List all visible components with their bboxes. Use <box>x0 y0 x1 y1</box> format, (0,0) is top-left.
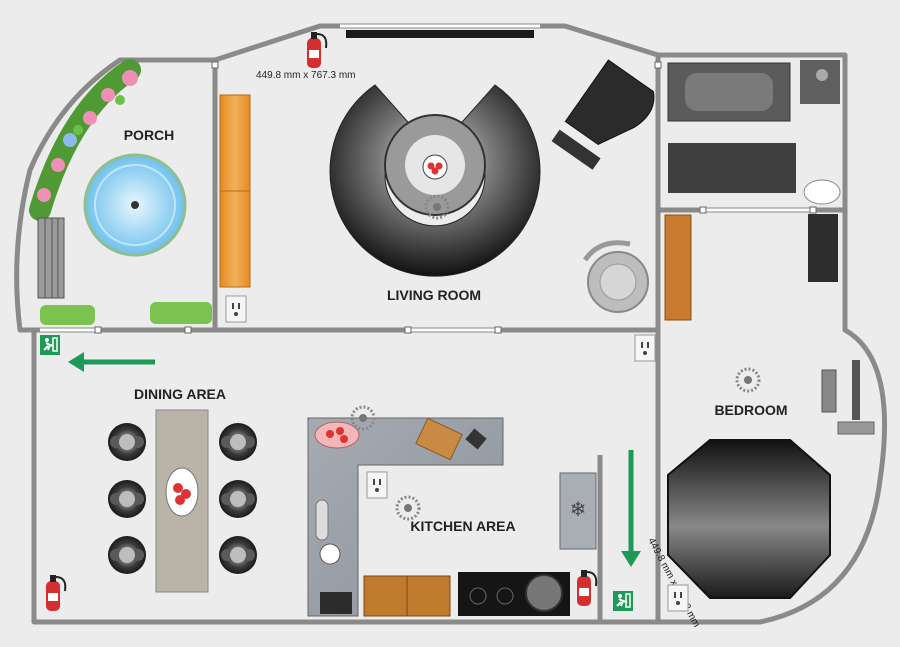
dining-area: DINING AREA <box>39 334 257 612</box>
dining-chair <box>108 423 146 461</box>
snowflake-icon: ❄ <box>570 497 587 521</box>
dining-chair <box>219 480 257 518</box>
kitchen-counter <box>307 417 504 617</box>
kitchen-area-label: KITCHEN AREA <box>410 518 515 534</box>
living-room: 449.8 mm x 767.3 mm LIVING ROOM <box>219 30 655 323</box>
living-room-label: LIVING ROOM <box>387 287 481 303</box>
armchair <box>582 240 649 313</box>
dining-chair <box>219 536 257 574</box>
fridge <box>559 472 597 550</box>
dresser <box>808 214 838 282</box>
hedge <box>150 302 212 324</box>
sink <box>800 60 840 104</box>
grand-piano <box>551 59 655 170</box>
cutting-board <box>415 417 463 461</box>
direction-arrow-icon <box>68 352 155 372</box>
kitchen-area: ❄ KITCHEN AREA <box>307 405 641 617</box>
direction-arrow-icon <box>621 450 641 567</box>
toilet <box>803 179 841 205</box>
desk-computer <box>821 360 875 435</box>
knife <box>465 428 487 450</box>
wardrobe <box>664 214 692 321</box>
living-room-dimensions: 449.8 mm x 767.3 mm <box>256 70 355 81</box>
power-outlet-icon <box>225 295 247 323</box>
bath-mat <box>668 143 796 193</box>
coffee-maker <box>320 592 352 614</box>
power-outlet-icon <box>667 584 689 612</box>
hedge <box>40 305 95 325</box>
fountain <box>83 153 187 257</box>
dining-chair <box>219 423 257 461</box>
power-outlet-icon <box>366 471 388 499</box>
dining-chair <box>108 536 146 574</box>
dining-area-label: DINING AREA <box>134 386 226 402</box>
dining-chair <box>108 480 146 518</box>
tv <box>346 30 534 38</box>
emergency-exit-icon <box>39 334 61 356</box>
kettle <box>319 543 341 565</box>
dining-table <box>155 409 209 593</box>
porch: PORCH <box>29 59 212 325</box>
porch-label: PORCH <box>124 127 175 143</box>
porch-bench <box>37 217 65 299</box>
sectional-sofa <box>329 84 541 277</box>
sink <box>315 499 329 541</box>
power-outlet-icon <box>634 334 656 362</box>
door-hinges <box>94 61 817 334</box>
emergency-exit-icon <box>612 590 634 612</box>
windows <box>40 24 810 332</box>
frying-pan <box>525 574 563 612</box>
bed <box>667 439 831 599</box>
bathroom <box>667 60 841 205</box>
bedroom-label: BEDROOM <box>714 402 787 418</box>
flower-bed <box>29 59 141 221</box>
